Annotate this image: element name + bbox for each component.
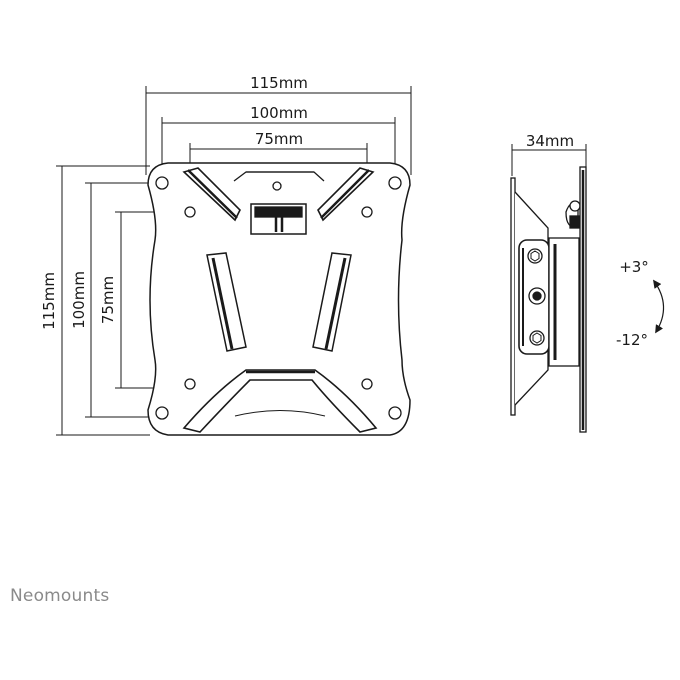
- front-view: [56, 86, 412, 436]
- hole-100-bottom-left: [155, 406, 169, 420]
- hole-75-bottom-left: [184, 378, 196, 390]
- center-clip: [250, 203, 307, 235]
- screw-holes: [155, 176, 402, 420]
- hole-75-top-right: [361, 206, 373, 218]
- tilt-up-label: +3°: [619, 258, 649, 276]
- front-view-labels: 115mm 100mm 75mm 115mm 100mm 75mm: [40, 74, 308, 330]
- depth-dimension-lines: [511, 144, 587, 176]
- pivot-bolt-top-icon: [527, 248, 543, 264]
- pivot-bolt-center-icon: [528, 287, 546, 305]
- hole-100-top-right: [388, 176, 402, 190]
- hole-75-bottom-right: [361, 378, 373, 390]
- tilt-arrow: [653, 279, 665, 334]
- height-inner-label: 75mm: [99, 276, 117, 324]
- tilt-down-label: -12°: [616, 331, 648, 349]
- height-outer-label: 115mm: [40, 272, 58, 330]
- tilt-bracket: [518, 239, 550, 355]
- hole-75-top-left: [184, 206, 196, 218]
- side-view-labels: 34mm +3° -12°: [526, 132, 649, 349]
- width-outer-label: 115mm: [250, 74, 308, 92]
- bottom-arch: [182, 369, 378, 433]
- depth-label: 34mm: [526, 132, 574, 150]
- top-screw-icon: [272, 181, 282, 191]
- hole-100-top-left: [155, 176, 169, 190]
- side-view: [510, 144, 665, 433]
- brand-logo-text: Neomounts: [10, 586, 110, 606]
- hole-100-bottom-right: [388, 406, 402, 420]
- display-bracket: [548, 200, 581, 367]
- width-dimension-lines: [145, 86, 412, 211]
- height-middle-label: 100mm: [70, 271, 88, 329]
- mounting-plate: [147, 162, 411, 436]
- pivot-bolt-bottom-icon: [529, 330, 545, 346]
- width-middle-label: 100mm: [250, 104, 308, 122]
- width-inner-label: 75mm: [255, 130, 303, 148]
